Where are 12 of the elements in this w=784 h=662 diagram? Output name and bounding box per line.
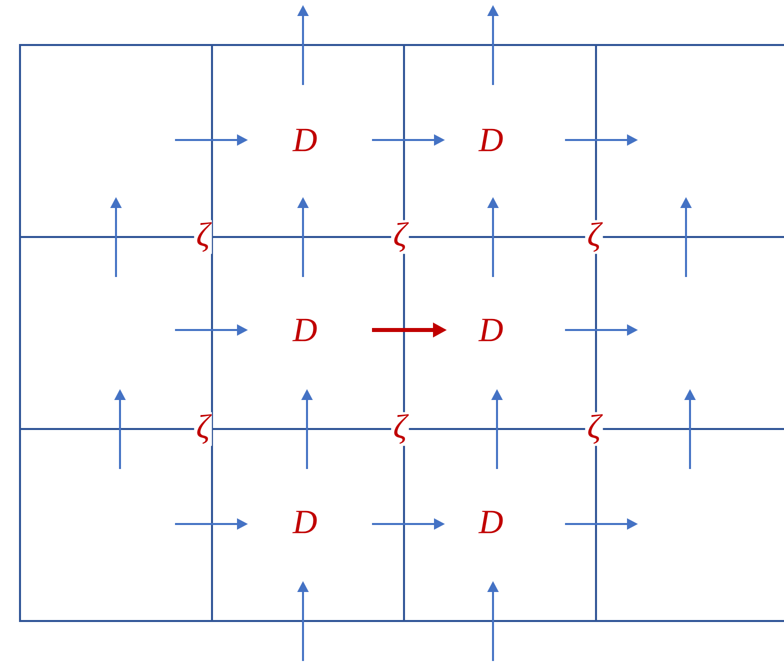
variable-label: ζ	[194, 412, 212, 446]
variable-label: ζ	[585, 412, 603, 446]
variable-label: D	[476, 508, 506, 536]
variable-label: ζ	[391, 412, 409, 446]
variable-label: D	[290, 126, 320, 154]
variable-label: ζ	[391, 220, 409, 254]
variable-label: D	[476, 316, 506, 344]
variable-label: ζ	[585, 220, 603, 254]
variable-label: D	[476, 126, 506, 154]
variable-label: D	[290, 508, 320, 536]
variable-label: D	[290, 316, 320, 344]
variable-label: ζ	[194, 220, 212, 254]
